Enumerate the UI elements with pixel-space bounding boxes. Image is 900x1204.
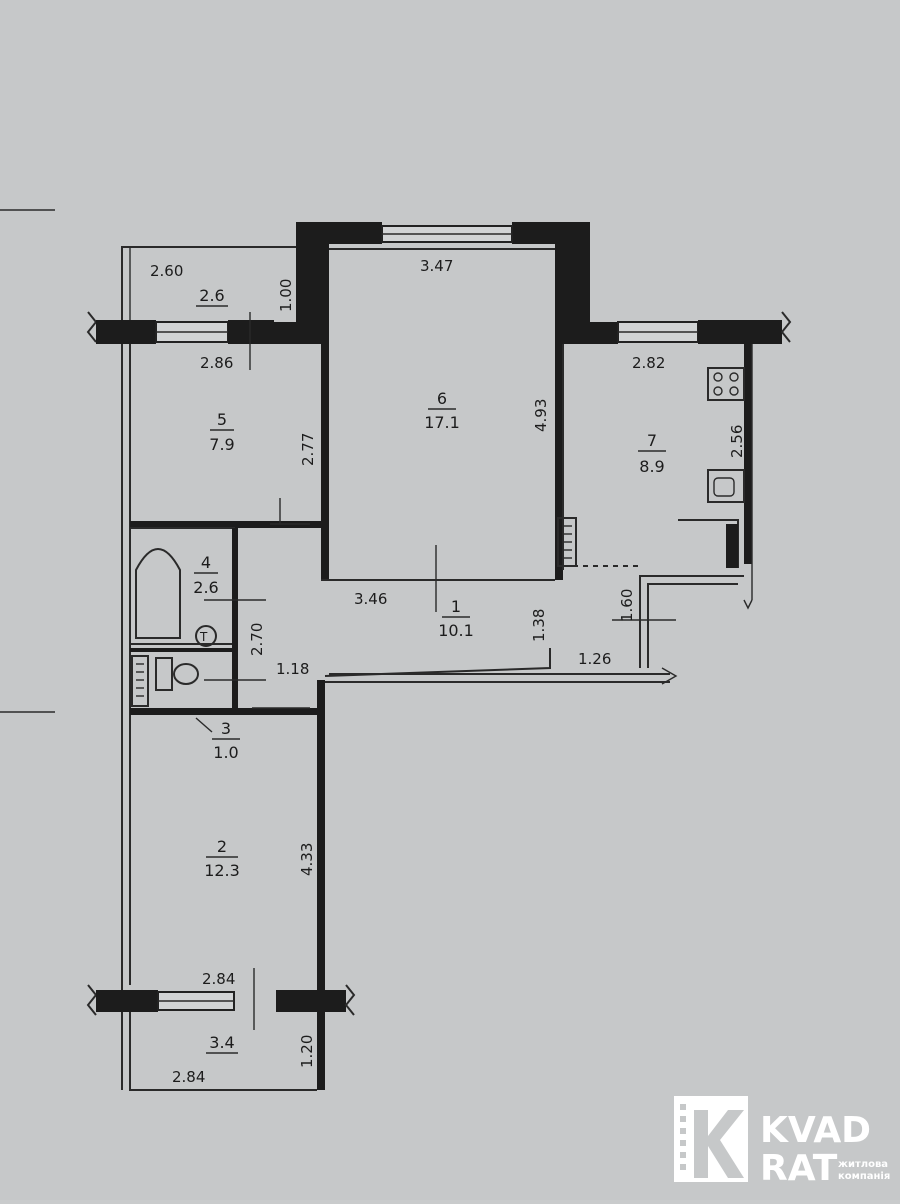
logo-tagline-2: компанія xyxy=(838,1171,890,1182)
room-label-7: 7 8.9 xyxy=(638,431,666,476)
room-2-area: 12.3 xyxy=(204,861,240,880)
window-room-6 xyxy=(381,225,513,243)
room-1-number: 1 xyxy=(451,597,461,616)
room-label-5: 5 7.9 xyxy=(209,410,234,454)
radiator-wc-icon xyxy=(131,655,149,707)
room-5-number: 5 xyxy=(217,410,227,429)
room-4-area: 2.6 xyxy=(193,578,218,597)
dim-kitchen-width: 2.82 xyxy=(632,354,665,372)
balcony-label-bottom: 3.4 xyxy=(206,1033,238,1054)
wall-entry xyxy=(639,575,744,668)
wall-bathroom-right xyxy=(232,528,238,708)
wall-bath-wc xyxy=(130,648,234,652)
wall-room5-bottom xyxy=(130,521,321,528)
dim-entry-depth: 1.60 xyxy=(618,589,636,622)
dim-bottom-balcony-depth: 1.20 xyxy=(298,1035,316,1068)
dim-room2-width: 2.84 xyxy=(202,970,235,988)
radiator-icon xyxy=(557,517,577,567)
dim-room2-depth: 4.33 xyxy=(298,843,316,876)
dim-hall-depth: 1.38 xyxy=(530,609,548,642)
room-2-number: 2 xyxy=(217,837,227,856)
wall-room2-right xyxy=(317,680,325,1090)
dim-kitchen-depth: 2.56 xyxy=(728,425,746,458)
toilet-icon xyxy=(155,657,199,691)
room-label-1: 1 10.1 xyxy=(438,597,474,640)
dim-room6-width-top: 3.47 xyxy=(420,257,453,275)
wall-room-2-bottom xyxy=(86,984,356,1016)
svg-text:T: T xyxy=(199,630,208,644)
room-5-area: 7.9 xyxy=(209,435,234,454)
kvadrat-logo: KVAD RAT житлова компанія xyxy=(674,1096,890,1189)
room-label-4: 4 2.6 xyxy=(193,553,218,597)
bathtub-icon xyxy=(135,548,181,639)
bottom-balcony-outline xyxy=(129,1012,317,1091)
room-1-area: 10.1 xyxy=(438,621,474,640)
kitchen-column xyxy=(726,524,738,568)
room-3-number: 3 xyxy=(221,719,231,738)
logo-line-1: KVAD xyxy=(760,1110,871,1151)
wall-room-5-top xyxy=(86,311,274,344)
wall-end-arrow xyxy=(743,599,753,610)
entry-arrow xyxy=(661,667,678,685)
room-3-area: 1.0 xyxy=(213,743,238,762)
room-6-area: 17.1 xyxy=(424,413,460,432)
dim-bottom-balcony-width: 2.84 xyxy=(172,1068,205,1086)
dim-hall-passage: 1.18 xyxy=(276,660,309,678)
dim-room5-width: 2.86 xyxy=(200,354,233,372)
dim-room6-depth: 4.93 xyxy=(532,399,550,432)
wall-kitchen-right xyxy=(744,344,752,564)
sink-icon xyxy=(707,469,745,503)
wall-room6-right xyxy=(555,244,563,580)
logo-tagline-1: житлова xyxy=(838,1159,888,1170)
dimension-ticks xyxy=(195,312,676,1030)
top-balcony-area: 2.6 xyxy=(199,286,224,305)
bottom-balcony-area: 3.4 xyxy=(209,1033,234,1052)
room-label-6: 6 17.1 xyxy=(424,389,460,432)
dim-room5-depth: 2.77 xyxy=(299,433,317,466)
top-balcony-outline xyxy=(121,246,296,322)
dim-bath-length: 2.70 xyxy=(248,623,266,656)
room-7-area: 8.9 xyxy=(639,457,664,476)
room-label-3: 3 1.0 xyxy=(212,719,240,762)
wall-room6-left xyxy=(321,244,329,580)
sink-bath-icon: T xyxy=(195,625,217,647)
room-label-2: 2 12.3 xyxy=(204,837,240,880)
balcony-label-top: 2.6 xyxy=(196,286,228,307)
wall-entry-inner xyxy=(647,583,738,668)
wall-wc-bottom xyxy=(130,708,321,715)
dim-room6-width-bottom: 3.46 xyxy=(354,590,387,608)
room-7-number: 7 xyxy=(647,431,657,450)
room-6-number: 6 xyxy=(437,389,447,408)
logo-line-2: RAT xyxy=(760,1148,838,1189)
room-4-number: 4 xyxy=(201,553,211,572)
stove-icon xyxy=(707,367,745,401)
dim-top-balcony-depth: 1.00 xyxy=(277,279,295,312)
bay-wall-room-6 xyxy=(272,222,618,344)
wall-kitchen-top xyxy=(617,311,792,344)
dim-corridor-width: 1.26 xyxy=(578,650,611,668)
dim-top-balcony-width: 2.60 xyxy=(150,262,183,280)
